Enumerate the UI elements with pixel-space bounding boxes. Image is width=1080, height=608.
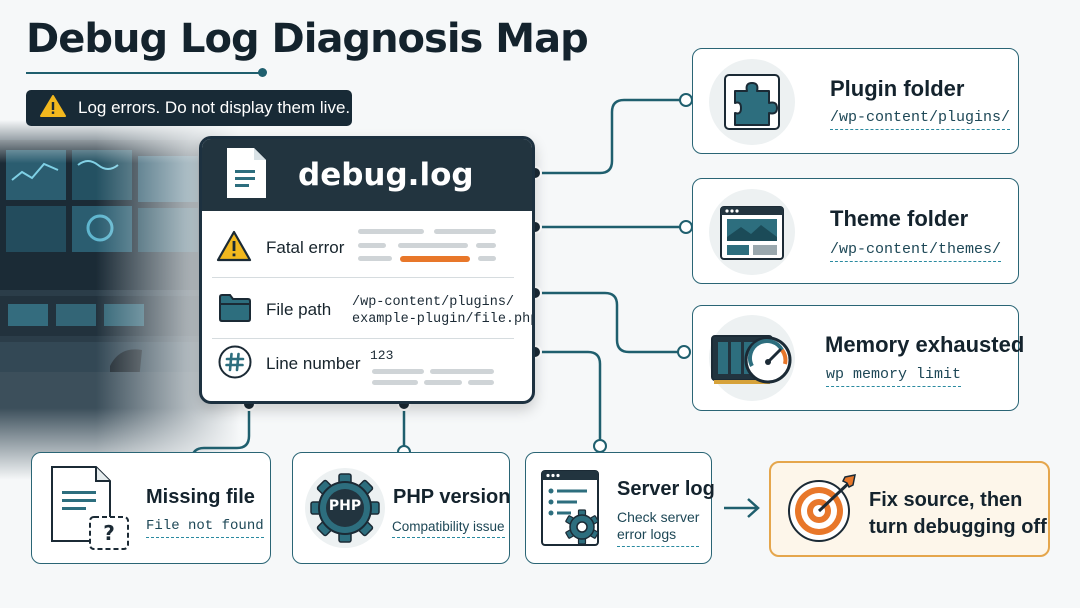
log-file-icon xyxy=(224,146,268,205)
fix-source-goal-card: Fix source, then turn debugging off xyxy=(769,461,1050,557)
row-divider xyxy=(212,338,514,339)
memory-exhausted-card: Memory exhausted wp memory limit xyxy=(692,305,1024,411)
plugin-folder-path: /wp-content/plugins/ xyxy=(830,109,1011,130)
memory-exhausted-title: Memory exhausted xyxy=(825,332,1025,357)
log-text-placeholder xyxy=(398,243,468,248)
server-log-card: Server log Check server error logs xyxy=(525,452,715,564)
row-divider xyxy=(212,277,514,278)
server-log-subtitle-line-1: Check server xyxy=(617,509,700,525)
goal-text: Fix source, then turn debugging off xyxy=(869,487,1047,541)
log-text-placeholder xyxy=(372,380,418,385)
debug-log-card: debug.log Fatal error File path /wp-co xyxy=(199,136,535,404)
log-text-placeholder xyxy=(468,380,494,385)
server-log-subtitle: Check server error logs xyxy=(617,509,700,547)
fatal-error-row: Fatal error xyxy=(202,225,532,271)
php-icon-label: PHP xyxy=(328,498,362,514)
fatal-warning-icon xyxy=(216,230,252,267)
server-log-icon xyxy=(540,469,604,554)
php-gear-icon: PHP xyxy=(303,465,387,556)
log-text-placeholder xyxy=(358,229,424,234)
title-underline-dot xyxy=(258,68,267,77)
goal-text-line-1: Fix source, then xyxy=(869,489,1023,511)
file-path-line-1: /wp-content/plugins/ xyxy=(352,295,515,310)
php-version-title: PHP version xyxy=(393,486,511,508)
php-version-subtitle: Compatibility issue xyxy=(392,519,505,538)
plugin-folder-title: Plugin folder xyxy=(830,76,965,101)
goal-text-line-2: turn debugging off xyxy=(869,516,1047,538)
hash-icon xyxy=(218,345,252,384)
missing-file-card: ? Missing file File not found xyxy=(31,452,271,564)
server-log-subtitle-line-2: error logs xyxy=(617,526,677,542)
log-text-placeholder xyxy=(458,229,496,234)
missing-file-title: Missing file xyxy=(146,486,255,508)
line-number-row: Line number xyxy=(202,343,532,385)
file-path-label: File path xyxy=(266,300,332,319)
log-text-placeholder xyxy=(430,369,494,374)
warning-banner: Log errors. Do not display them live. xyxy=(26,90,352,126)
warning-triangle-icon xyxy=(40,94,66,123)
log-text-placeholder xyxy=(478,256,496,261)
memory-gauge-icon xyxy=(709,315,795,401)
line-number-value: 123 xyxy=(370,348,394,363)
debug-log-header: debug.log xyxy=(202,139,532,211)
theme-folder-path: /wp-content/themes/ xyxy=(830,241,1002,262)
theme-window-icon xyxy=(709,189,795,275)
line-number-label: Line number xyxy=(266,354,361,373)
target-icon xyxy=(785,473,863,550)
missing-file-subtitle: File not found xyxy=(146,518,264,538)
theme-folder-card: Theme folder /wp-content/themes/ xyxy=(692,178,1019,284)
log-text-placeholder xyxy=(358,243,386,248)
page-title: Debug Log Diagnosis Map xyxy=(26,16,589,62)
log-text-placeholder xyxy=(424,380,462,385)
log-text-placeholder xyxy=(358,256,392,261)
title-underline xyxy=(26,72,262,74)
debug-log-filename: debug.log xyxy=(298,157,474,193)
server-log-title: Server log xyxy=(617,478,715,500)
plugin-folder-card: Plugin folder /wp-content/plugins/ xyxy=(692,48,1019,154)
file-path-value: /wp-content/plugins/ example-plugin/file… xyxy=(352,294,535,328)
fatal-error-label: Fatal error xyxy=(266,238,345,257)
file-path-row: File path xyxy=(202,287,532,333)
theme-folder-title: Theme folder xyxy=(830,206,969,231)
svg-text:?: ? xyxy=(103,521,115,545)
php-version-card: PHP PHP version Compatibility issue xyxy=(292,452,510,564)
folder-icon xyxy=(218,293,252,328)
log-text-placeholder xyxy=(476,243,496,248)
memory-limit-label: wp memory limit xyxy=(826,366,962,387)
log-text-placeholder xyxy=(372,369,424,374)
file-path-line-2: example-plugin/file.php xyxy=(352,312,535,327)
fatal-error-highlight xyxy=(400,256,470,262)
puzzle-icon xyxy=(709,59,795,145)
warning-text: Log errors. Do not display them live. xyxy=(78,98,351,117)
missing-file-icon: ? xyxy=(48,465,132,556)
